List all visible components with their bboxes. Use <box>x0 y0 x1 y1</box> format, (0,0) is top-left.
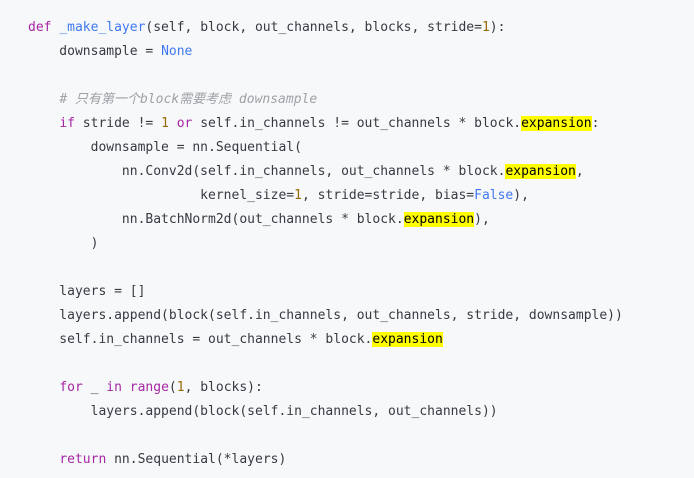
code-line: def _make_layer(self, block, out_channel… <box>28 19 505 37</box>
code-token: layers.append(block(self.in_channels, ou… <box>28 308 623 323</box>
code-line: if stride != 1 or self.in_channels != ou… <box>28 115 599 133</box>
code-token: , stride=stride, bias= <box>301 188 475 203</box>
code-token: ): <box>489 20 506 35</box>
code-token: self.in_channels != out_channels * block… <box>192 116 522 131</box>
code-token: downsample = nn.Sequential( <box>28 140 302 155</box>
code-token: ( <box>168 380 177 395</box>
code-token: for <box>59 380 83 395</box>
code-line: downsample = None <box>28 43 192 61</box>
code-token: : <box>591 116 600 131</box>
code-token: , blocks): <box>184 380 263 395</box>
code-line: kernel_size=1, stride=stride, bias=False… <box>28 187 529 205</box>
code-token: layers.append(block(self.in_channels, ou… <box>28 404 498 419</box>
code-token: nn.Sequential(*layers) <box>106 452 287 467</box>
code-token: layers = [] <box>28 284 146 299</box>
highlighted-token: expansion <box>372 332 443 347</box>
code-token: nn.Conv2d(self.in_channels, out_channels… <box>28 164 506 179</box>
code-token: _make_layer <box>59 20 146 35</box>
code-token: False <box>474 188 514 203</box>
code-line: layers = [] <box>28 283 145 301</box>
code-token: , <box>575 164 584 179</box>
code-line: for _ in range(1, blocks): <box>28 379 263 397</box>
code-token: if <box>59 116 75 131</box>
code-token: # 只有第一个block需要考虑 downsample <box>59 92 318 107</box>
code-line: ) <box>28 235 99 253</box>
code-line: layers.append(block(self.in_channels, ou… <box>28 307 623 325</box>
code-token: None <box>161 44 193 59</box>
code-line: nn.BatchNorm2d(out_channels * block.expa… <box>28 211 490 229</box>
code-token: 1 <box>161 116 169 131</box>
code-line: self.in_channels = out_channels * block.… <box>28 331 443 349</box>
code-token: in <box>106 380 122 395</box>
code-token <box>28 452 59 467</box>
code-token: (self, block, out_channels, blocks, stri… <box>145 20 482 35</box>
code-line: # 只有第一个block需要考虑 downsample <box>28 91 317 109</box>
code-token: downsample = <box>28 44 162 59</box>
highlighted-token: expansion <box>505 164 576 179</box>
code-token: 1 <box>294 188 302 203</box>
code-line: return nn.Sequential(*layers) <box>28 451 286 469</box>
code-token: def <box>28 20 52 35</box>
code-token: return <box>59 452 107 467</box>
code-token: stride != <box>74 116 162 131</box>
code-line: downsample = nn.Sequential( <box>28 139 302 157</box>
code-token <box>28 116 59 131</box>
code-token <box>169 116 177 131</box>
code-token: self.in_channels = out_channels * block. <box>28 332 373 347</box>
code-token <box>28 92 59 107</box>
code-token <box>28 380 59 395</box>
code-line: nn.Conv2d(self.in_channels, out_channels… <box>28 163 584 181</box>
code-token: ) <box>28 236 99 251</box>
code-token: ), <box>513 188 529 203</box>
code-token: nn.BatchNorm2d(out_channels * block. <box>28 212 404 227</box>
code-token: 1 <box>176 380 185 395</box>
code-token: 1 <box>481 20 490 35</box>
highlighted-token: expansion <box>403 212 475 227</box>
code-token: range <box>129 380 169 395</box>
code-token <box>122 380 130 395</box>
code-token: kernel_size= <box>28 188 295 203</box>
highlighted-token: expansion <box>521 116 592 131</box>
code-token: ), <box>474 212 490 227</box>
code-line: layers.append(block(self.in_channels, ou… <box>28 403 498 421</box>
code-token: _ <box>82 380 107 395</box>
code-token: or <box>176 116 193 131</box>
